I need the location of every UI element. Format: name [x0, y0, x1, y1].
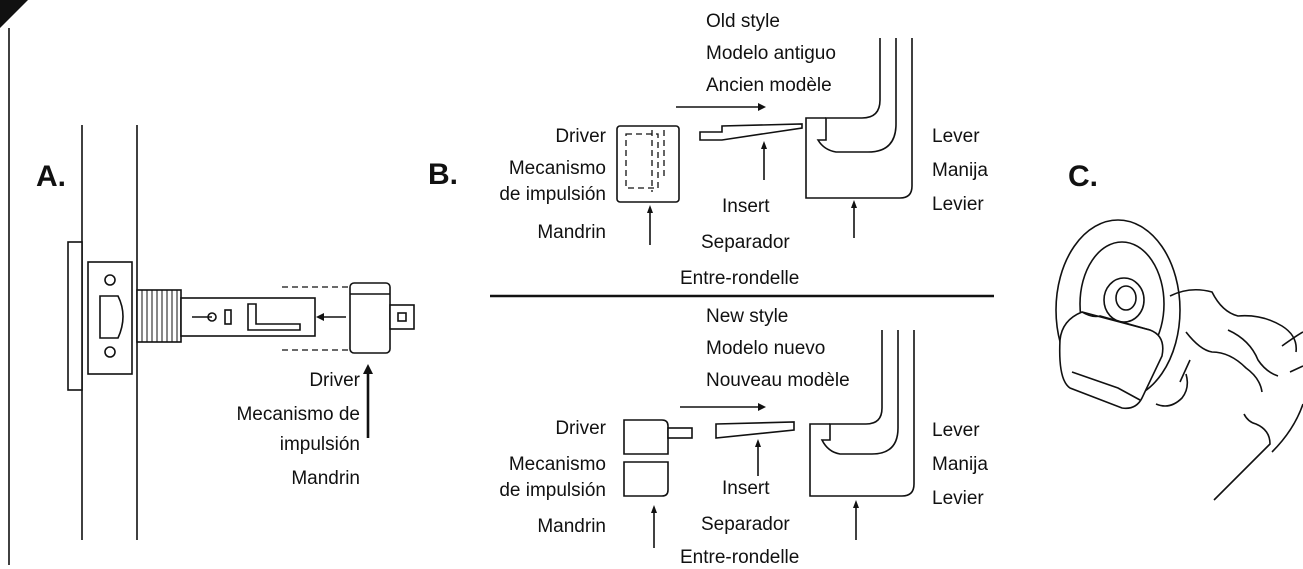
new-driver-label: Driver	[555, 418, 606, 439]
thread-lines	[141, 290, 178, 342]
old-insert-label: Insert	[722, 196, 770, 217]
new-manija-label: Manija	[932, 454, 988, 475]
new-style-label: New style	[706, 306, 789, 327]
panel-c-drawing	[1055, 219, 1303, 501]
new-separador-label: Separador	[701, 514, 790, 535]
lever-top-edge	[1081, 311, 1151, 331]
faceplate-side	[67, 241, 83, 391]
new-levier-label: Levier	[932, 488, 984, 509]
insert-arrowhead	[316, 313, 324, 321]
new-mandrin-label: Mandrin	[537, 516, 606, 537]
tail-slot	[224, 309, 232, 325]
old-mandrin-label: Mandrin	[537, 222, 606, 243]
lever-hub	[1103, 277, 1145, 323]
old-driver-arrowhead	[647, 205, 653, 213]
hand-wrist-front	[1213, 413, 1271, 501]
old-modele-label: Ancien modèle	[706, 75, 832, 96]
new-insert-label: Insert	[722, 478, 770, 499]
panel-c-letter: C.	[1068, 160, 1098, 193]
panel-a-letter: A.	[36, 160, 66, 193]
new-lever-arrowhead	[853, 500, 859, 508]
new-insert	[715, 421, 795, 439]
hand-palm-edge	[1155, 373, 1189, 407]
old-lever-label: Lever	[932, 126, 980, 147]
driver-stem	[389, 304, 415, 330]
new-lever-outer	[809, 330, 915, 497]
faceplate-screw-bottom	[104, 346, 116, 358]
panel-a-driver-label: Driver	[309, 370, 360, 391]
old-driver-label: Driver	[555, 126, 606, 147]
old-mecanismo-label: Mecanismo	[508, 158, 606, 179]
hand-wrist-back	[1271, 403, 1303, 453]
old-impulsion-label: de impulsión	[499, 184, 606, 205]
new-lever-inner	[820, 330, 899, 455]
hand-finger-fold	[1185, 331, 1263, 393]
panel-a-mecanismo-label: Mecanismo de	[236, 404, 360, 425]
hand-thumb-edge	[1289, 365, 1303, 373]
old-lever-outer	[805, 38, 913, 199]
new-driver-top	[623, 419, 669, 455]
latch-threaded-tube	[136, 289, 182, 343]
new-driver-bottom	[623, 461, 669, 497]
panel-b-new-drawing	[623, 330, 915, 548]
new-direction-arrowhead	[758, 403, 766, 411]
hand-crease	[1179, 359, 1191, 383]
new-driver-arrowhead	[651, 505, 657, 513]
new-mecanismo-label: Mecanismo	[508, 454, 606, 475]
old-entre-rondelle-label: Entre-rondelle	[680, 268, 800, 289]
hand-fingers-top	[1169, 288, 1298, 353]
old-style-label: Old style	[706, 11, 780, 32]
lever-handle	[1058, 311, 1164, 410]
tail-hook	[247, 303, 301, 331]
old-lever-arrowhead	[851, 200, 857, 208]
new-entre-rondelle-label: Entre-rondelle	[680, 547, 800, 568]
old-driver-hidden-edge	[625, 133, 659, 189]
hand-finger-line	[1227, 329, 1279, 377]
new-impulsion-label: de impulsión	[499, 480, 606, 501]
tail-hole	[207, 312, 217, 322]
faceplate-screw-top	[104, 274, 116, 286]
old-separador-label: Separador	[701, 232, 790, 253]
new-modelo-label: Modelo nuevo	[706, 338, 826, 359]
driver-stem-hole	[397, 312, 407, 322]
old-lever-inner	[816, 38, 897, 153]
panel-a-mandrin-label: Mandrin	[291, 468, 360, 489]
panel-a-drawing	[67, 125, 415, 540]
old-direction-arrowhead	[758, 103, 766, 111]
old-manija-label: Manija	[932, 160, 988, 181]
new-insert-arrowhead	[755, 439, 761, 447]
lever-bottom-edge	[1071, 371, 1141, 401]
latch-bolt	[99, 295, 124, 339]
old-insert-arrowhead	[761, 141, 767, 149]
panel-a-impulsion-label: impulsión	[279, 434, 360, 455]
panel-b-letter: B.	[428, 158, 458, 191]
panel-b-old-drawing	[616, 38, 913, 245]
old-modelo-label: Modelo antiguo	[706, 43, 836, 64]
hand-thumb	[1281, 331, 1303, 347]
new-lever-label: Lever	[932, 420, 980, 441]
new-modele-label: Nouveau modèle	[706, 370, 850, 391]
old-levier-label: Levier	[932, 194, 984, 215]
new-driver-stem	[667, 427, 693, 439]
lever-hub-core	[1115, 285, 1137, 311]
latch-faceplate	[87, 261, 133, 375]
old-insert	[699, 123, 803, 141]
driver-label-arrowhead	[363, 364, 373, 374]
corner-mark	[0, 0, 28, 28]
